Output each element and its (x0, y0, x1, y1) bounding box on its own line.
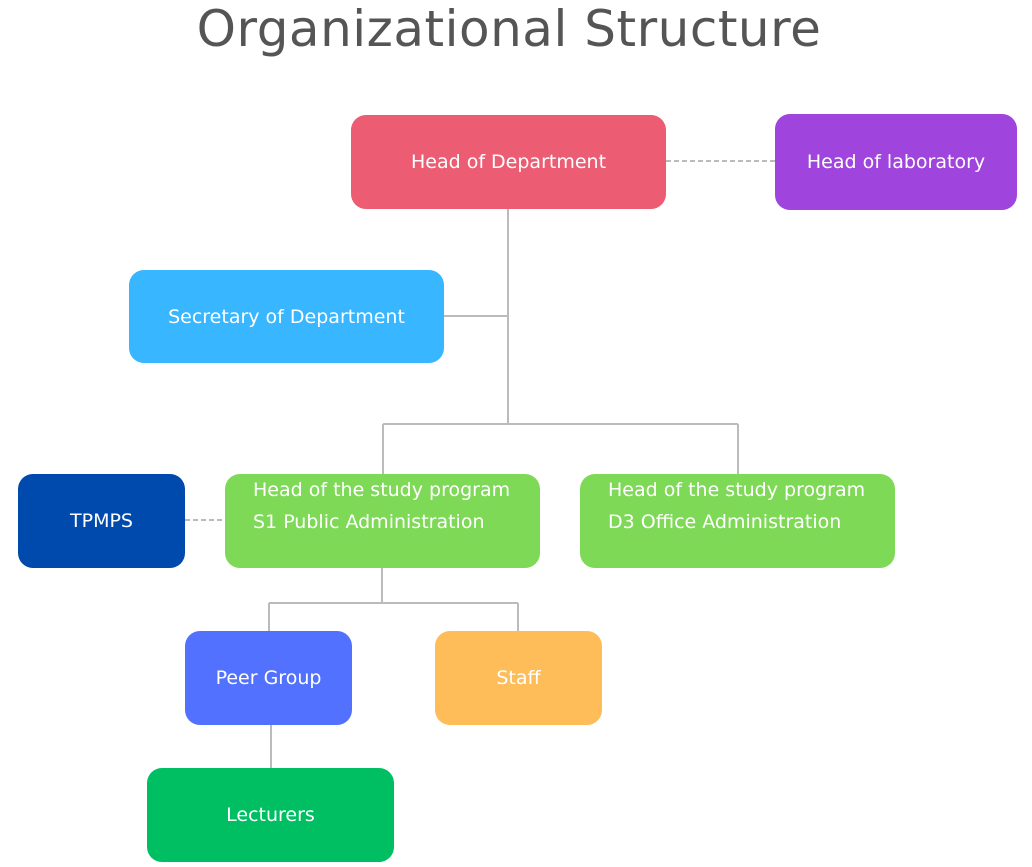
node-lecturers: Lecturers (147, 768, 394, 862)
node-d3-study-program: Head of the study program D3 Office Admi… (580, 474, 895, 568)
node-label: Secretary of Department (168, 305, 405, 328)
node-label: Peer Group (215, 667, 322, 689)
node-head-of-laboratory: Head of laboratory (775, 114, 1017, 210)
node-label-line2: D3 Office Administration (608, 511, 842, 533)
node-label: Staff (496, 667, 541, 689)
node-secretary-of-department: Secretary of Department (129, 270, 444, 363)
node-label-line1: Head of the study program (608, 479, 866, 501)
node-label: Head of laboratory (806, 151, 986, 173)
node-staff: Staff (435, 631, 602, 725)
node-tpmps: TPMPS (18, 474, 185, 568)
node-label: TPMPS (70, 510, 133, 532)
chart-title: Organizational Structure (196, 0, 822, 58)
node-label: Lecturers (226, 804, 315, 826)
node-peer-group: Peer Group (185, 631, 352, 725)
node-label-line1: Head of the study program (253, 479, 511, 501)
node-label-line2: S1 Public Administration (253, 511, 485, 533)
node-label: Head of Department (410, 151, 607, 173)
node-s1-study-program: Head of the study program S1 Public Admi… (225, 474, 540, 568)
node-head-of-department: Head of Department (351, 115, 666, 209)
